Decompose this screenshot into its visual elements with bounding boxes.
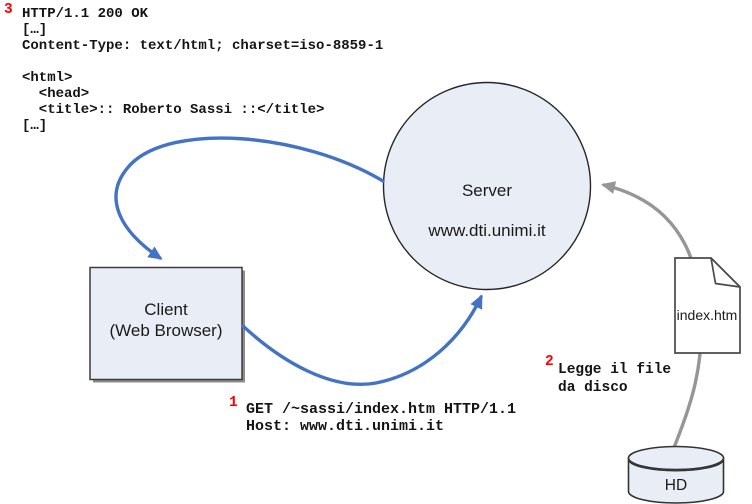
hd-label: HD [664, 477, 688, 494]
step-3-number: 3 [4, 2, 13, 18]
server-host: www.dti.unimi.it [428, 221, 546, 240]
server-name: Server [461, 181, 513, 200]
hd-cylinder-rim [628, 460, 724, 472]
step-1-number: 1 [229, 395, 238, 411]
http-request-code: GET /~sassi/index.htm HTTP/1.1 Host: www… [246, 401, 517, 435]
file-icon [674, 257, 741, 354]
disk-read-note: Legge il file da disco [558, 362, 672, 396]
client-label: Client (Web Browser) [109, 300, 223, 340]
http-response-code: HTTP/1.1 200 OK […] Content-Type: text/h… [22, 6, 384, 134]
file-page [674, 257, 741, 354]
client-node [89, 266, 245, 383]
hd-cylinder-top [627, 445, 725, 471]
step-2-number: 2 [545, 354, 554, 370]
hd-cylinder-icon [627, 445, 725, 504]
response-arrow [114, 136, 385, 260]
file-name-label: index.htm [676, 307, 738, 323]
server-label: Server www.dti.unimi.it [367, 161, 607, 261]
request-arrow [241, 294, 483, 386]
file-folded-corner [710, 257, 741, 288]
client-node-box [89, 266, 243, 381]
server-node [382, 81, 592, 291]
